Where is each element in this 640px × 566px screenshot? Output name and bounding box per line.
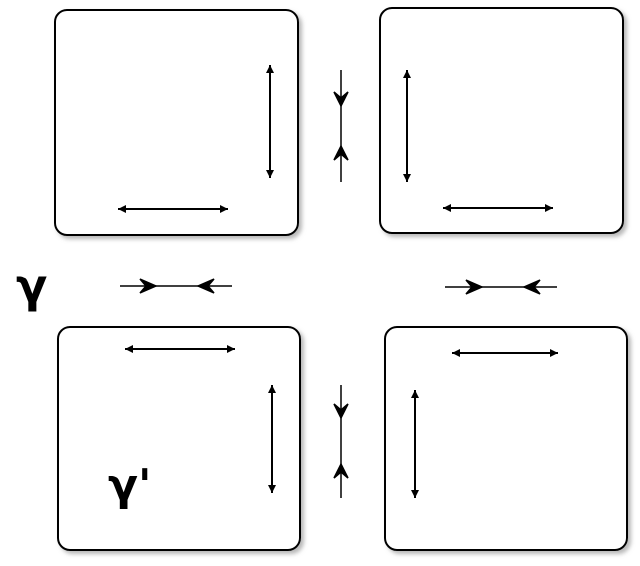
converging-arrow-right bbox=[445, 279, 557, 295]
box-top-left bbox=[54, 9, 299, 236]
converging-arrow-bottom bbox=[333, 385, 349, 498]
gamma-prime-label: γ' bbox=[108, 460, 151, 511]
converging-arrow-top bbox=[333, 70, 349, 182]
box-bottom-right bbox=[384, 326, 628, 551]
converging-arrow-left bbox=[120, 278, 232, 294]
box-bottom-left bbox=[57, 326, 301, 551]
gamma-label: γ bbox=[16, 259, 47, 313]
box-top-right bbox=[379, 7, 624, 234]
